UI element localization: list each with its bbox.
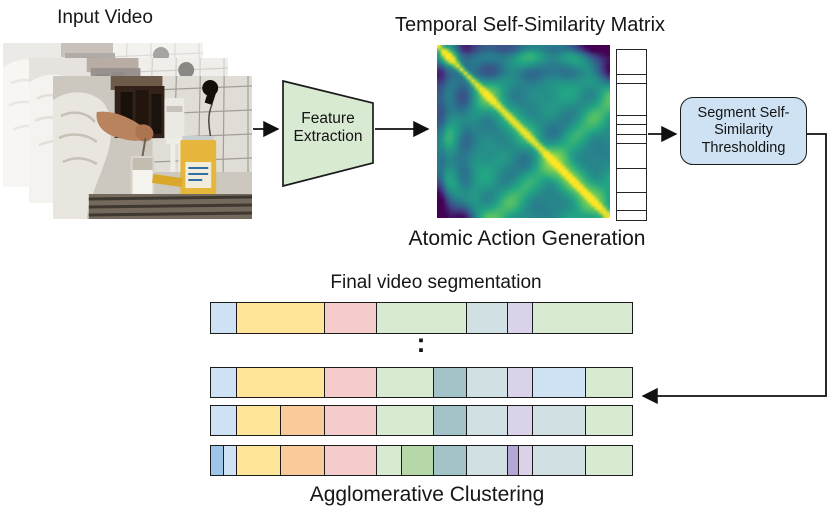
bar-segment (280, 446, 324, 475)
atomic-segment (617, 84, 646, 116)
bar-segment (236, 303, 324, 333)
bar-segment (507, 406, 532, 435)
bar-segment (507, 446, 518, 475)
bar-segment (211, 406, 236, 435)
bar-segment (236, 368, 324, 397)
bar-segment (211, 368, 236, 397)
atomic-segment (617, 193, 646, 211)
bar-segment (223, 446, 236, 475)
feature-extraction-label: Feature Extraction (293, 110, 363, 146)
bar-segment (466, 446, 507, 475)
bar-segment (376, 368, 433, 397)
bar-segment (376, 303, 466, 333)
thresholding-label: Segment Self-Similarity Thresholding (697, 104, 790, 156)
bar-segment (585, 368, 632, 397)
atomic-segment-strip (616, 49, 647, 221)
clustering-bar-2 (210, 405, 633, 436)
bar-segment (324, 406, 376, 435)
tssm-title: Temporal Self-Similarity Matrix (394, 14, 666, 36)
atomic-segment (617, 169, 646, 193)
bar-segment (324, 368, 376, 397)
bar-segment (433, 368, 466, 397)
clustering-bar-3 (210, 445, 633, 476)
atomic-segment (617, 116, 646, 125)
atomic-segment (617, 50, 646, 75)
self-similarity-matrix (437, 45, 610, 218)
atomic-segment (617, 125, 646, 135)
bar-segment (532, 368, 585, 397)
bar-segment (466, 406, 507, 435)
bar-segment (466, 303, 507, 333)
atomic-action-generation-label: Atomic Action Generation (408, 227, 646, 250)
arrow-thresholding-to-clustering (641, 133, 827, 405)
bar-segment (324, 446, 376, 475)
bar-segment (507, 303, 532, 333)
final-video-segmentation-label: Final video segmentation (330, 272, 542, 293)
bar-segment (211, 446, 223, 475)
bar-segment (433, 406, 466, 435)
bar-segment (236, 446, 280, 475)
video-frame-front (53, 76, 252, 219)
bar-segment (433, 446, 466, 475)
atomic-segment (617, 75, 646, 84)
bar-segment (211, 303, 236, 333)
bar-segment (466, 368, 507, 397)
bar-segment (585, 406, 632, 435)
final-segmentation-bar (210, 302, 633, 334)
atomic-segment (617, 211, 646, 219)
clustering-bar-1 (210, 367, 633, 398)
bar-segment (532, 406, 585, 435)
input-video-label: Input Video (57, 7, 153, 28)
bar-segment (532, 303, 632, 333)
bar-segment (324, 303, 376, 333)
thresholding-box: Segment Self-Similarity Thresholding (680, 97, 807, 165)
bar-segment (280, 406, 324, 435)
bar-segment (376, 406, 433, 435)
bar-segment (585, 446, 632, 475)
bar-segment (401, 446, 433, 475)
vertical-ellipsis: : (416, 328, 426, 358)
bar-segment (518, 446, 532, 475)
bar-segment (532, 446, 585, 475)
atomic-segment (617, 144, 646, 169)
atomic-segment (617, 135, 646, 144)
agglomerative-clustering-label: Agglomerative Clustering (309, 483, 545, 506)
bar-segment (376, 446, 401, 475)
bar-segment (236, 406, 280, 435)
bar-segment (507, 368, 532, 397)
